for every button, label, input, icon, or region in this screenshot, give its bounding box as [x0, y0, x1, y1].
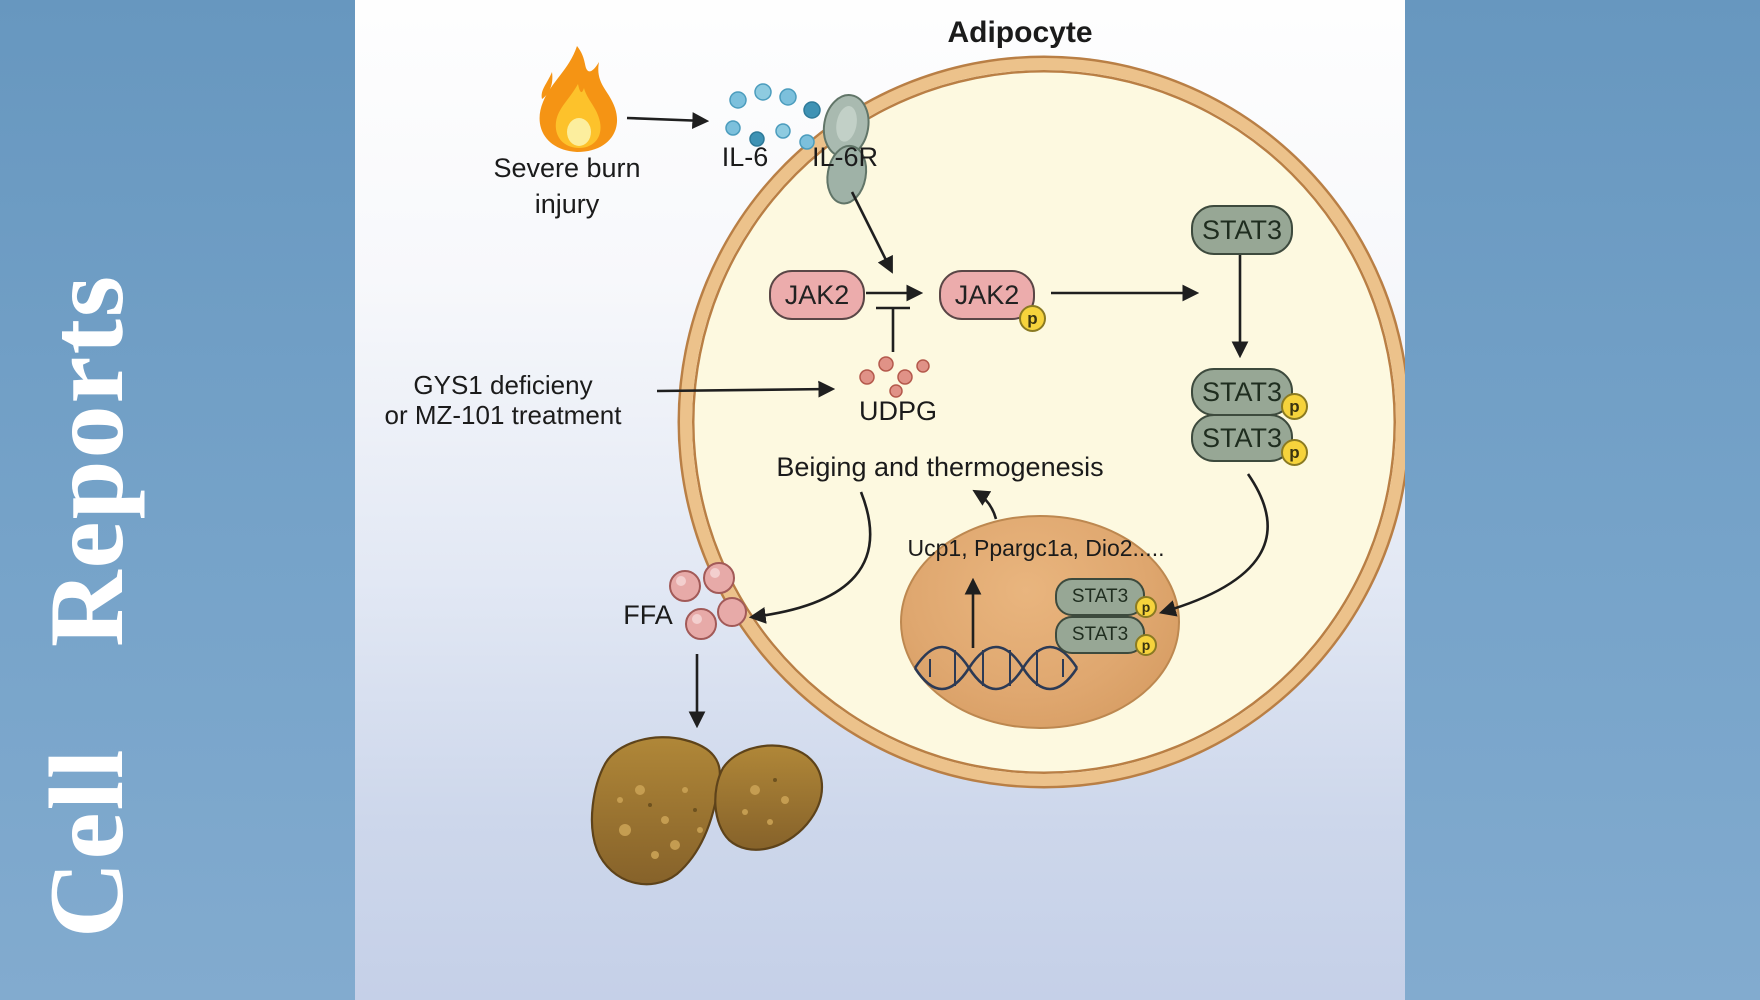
nuclear-stat3-box-2: STAT3 p: [1055, 616, 1157, 656]
il6-ligand-dots: [725, 83, 821, 150]
il6-label: IL-6: [721, 142, 769, 172]
jak2-label: JAK2: [784, 279, 850, 310]
journal-title: Cell Reports: [28, 273, 145, 938]
stat3-dimer-box-1: STAT3 p: [1191, 368, 1308, 420]
nuclear-stat3-box-1: STAT3 p: [1055, 578, 1157, 618]
intervention-label: GYS1 deficieny or MZ-101 treatment: [363, 370, 643, 430]
phospho-badge: p: [1135, 596, 1157, 618]
stat3-label: STAT3: [1071, 624, 1129, 645]
journal-band-left: Cell Reports: [0, 0, 355, 1000]
jak2-box: JAK2: [769, 270, 865, 320]
stat3-label: STAT3: [1201, 214, 1282, 245]
udpg-label: UDPG: [858, 396, 938, 426]
journal-band-right: [1405, 0, 1760, 1000]
liver-icon: [590, 736, 824, 886]
trigger-line2: injury: [534, 189, 600, 219]
il6r-label: IL-6R: [811, 142, 879, 172]
phospho-badge: p: [1135, 634, 1157, 656]
stat3-label: STAT3: [1201, 376, 1282, 407]
trigger-label: Severe burn injury: [493, 150, 640, 222]
jak2-phospho-box: JAK2 p: [939, 270, 1046, 332]
phospho-badge: p: [1019, 305, 1046, 332]
phospho-badge: p: [1281, 439, 1308, 466]
trigger-line1: Severe burn: [493, 153, 641, 183]
jak2-phospho-label: JAK2: [954, 279, 1020, 310]
stat3-label: STAT3: [1071, 586, 1129, 607]
stat3-label: STAT3: [1201, 422, 1282, 453]
cell-title: Adipocyte: [947, 16, 1093, 49]
arrow-burn-to-il6: [626, 112, 710, 129]
beiging-label: Beiging and thermogenesis: [776, 452, 1104, 482]
stat3-box: STAT3: [1191, 205, 1293, 255]
intervention-line2: or MZ-101 treatment: [384, 400, 622, 430]
phospho-badge: p: [1281, 393, 1308, 420]
figure-panel: Adipocyte Severe burn injury IL-6 IL-6R …: [355, 0, 1405, 1000]
ffa-label: FFA: [623, 600, 673, 630]
stat3-dimer-box-2: STAT3 p: [1191, 414, 1308, 466]
fire-icon: [539, 46, 618, 152]
intervention-line1: GYS1 deficieny: [413, 370, 593, 400]
target-genes-label: Ucp1, Ppargc1a, Dio2.....: [907, 535, 1165, 561]
